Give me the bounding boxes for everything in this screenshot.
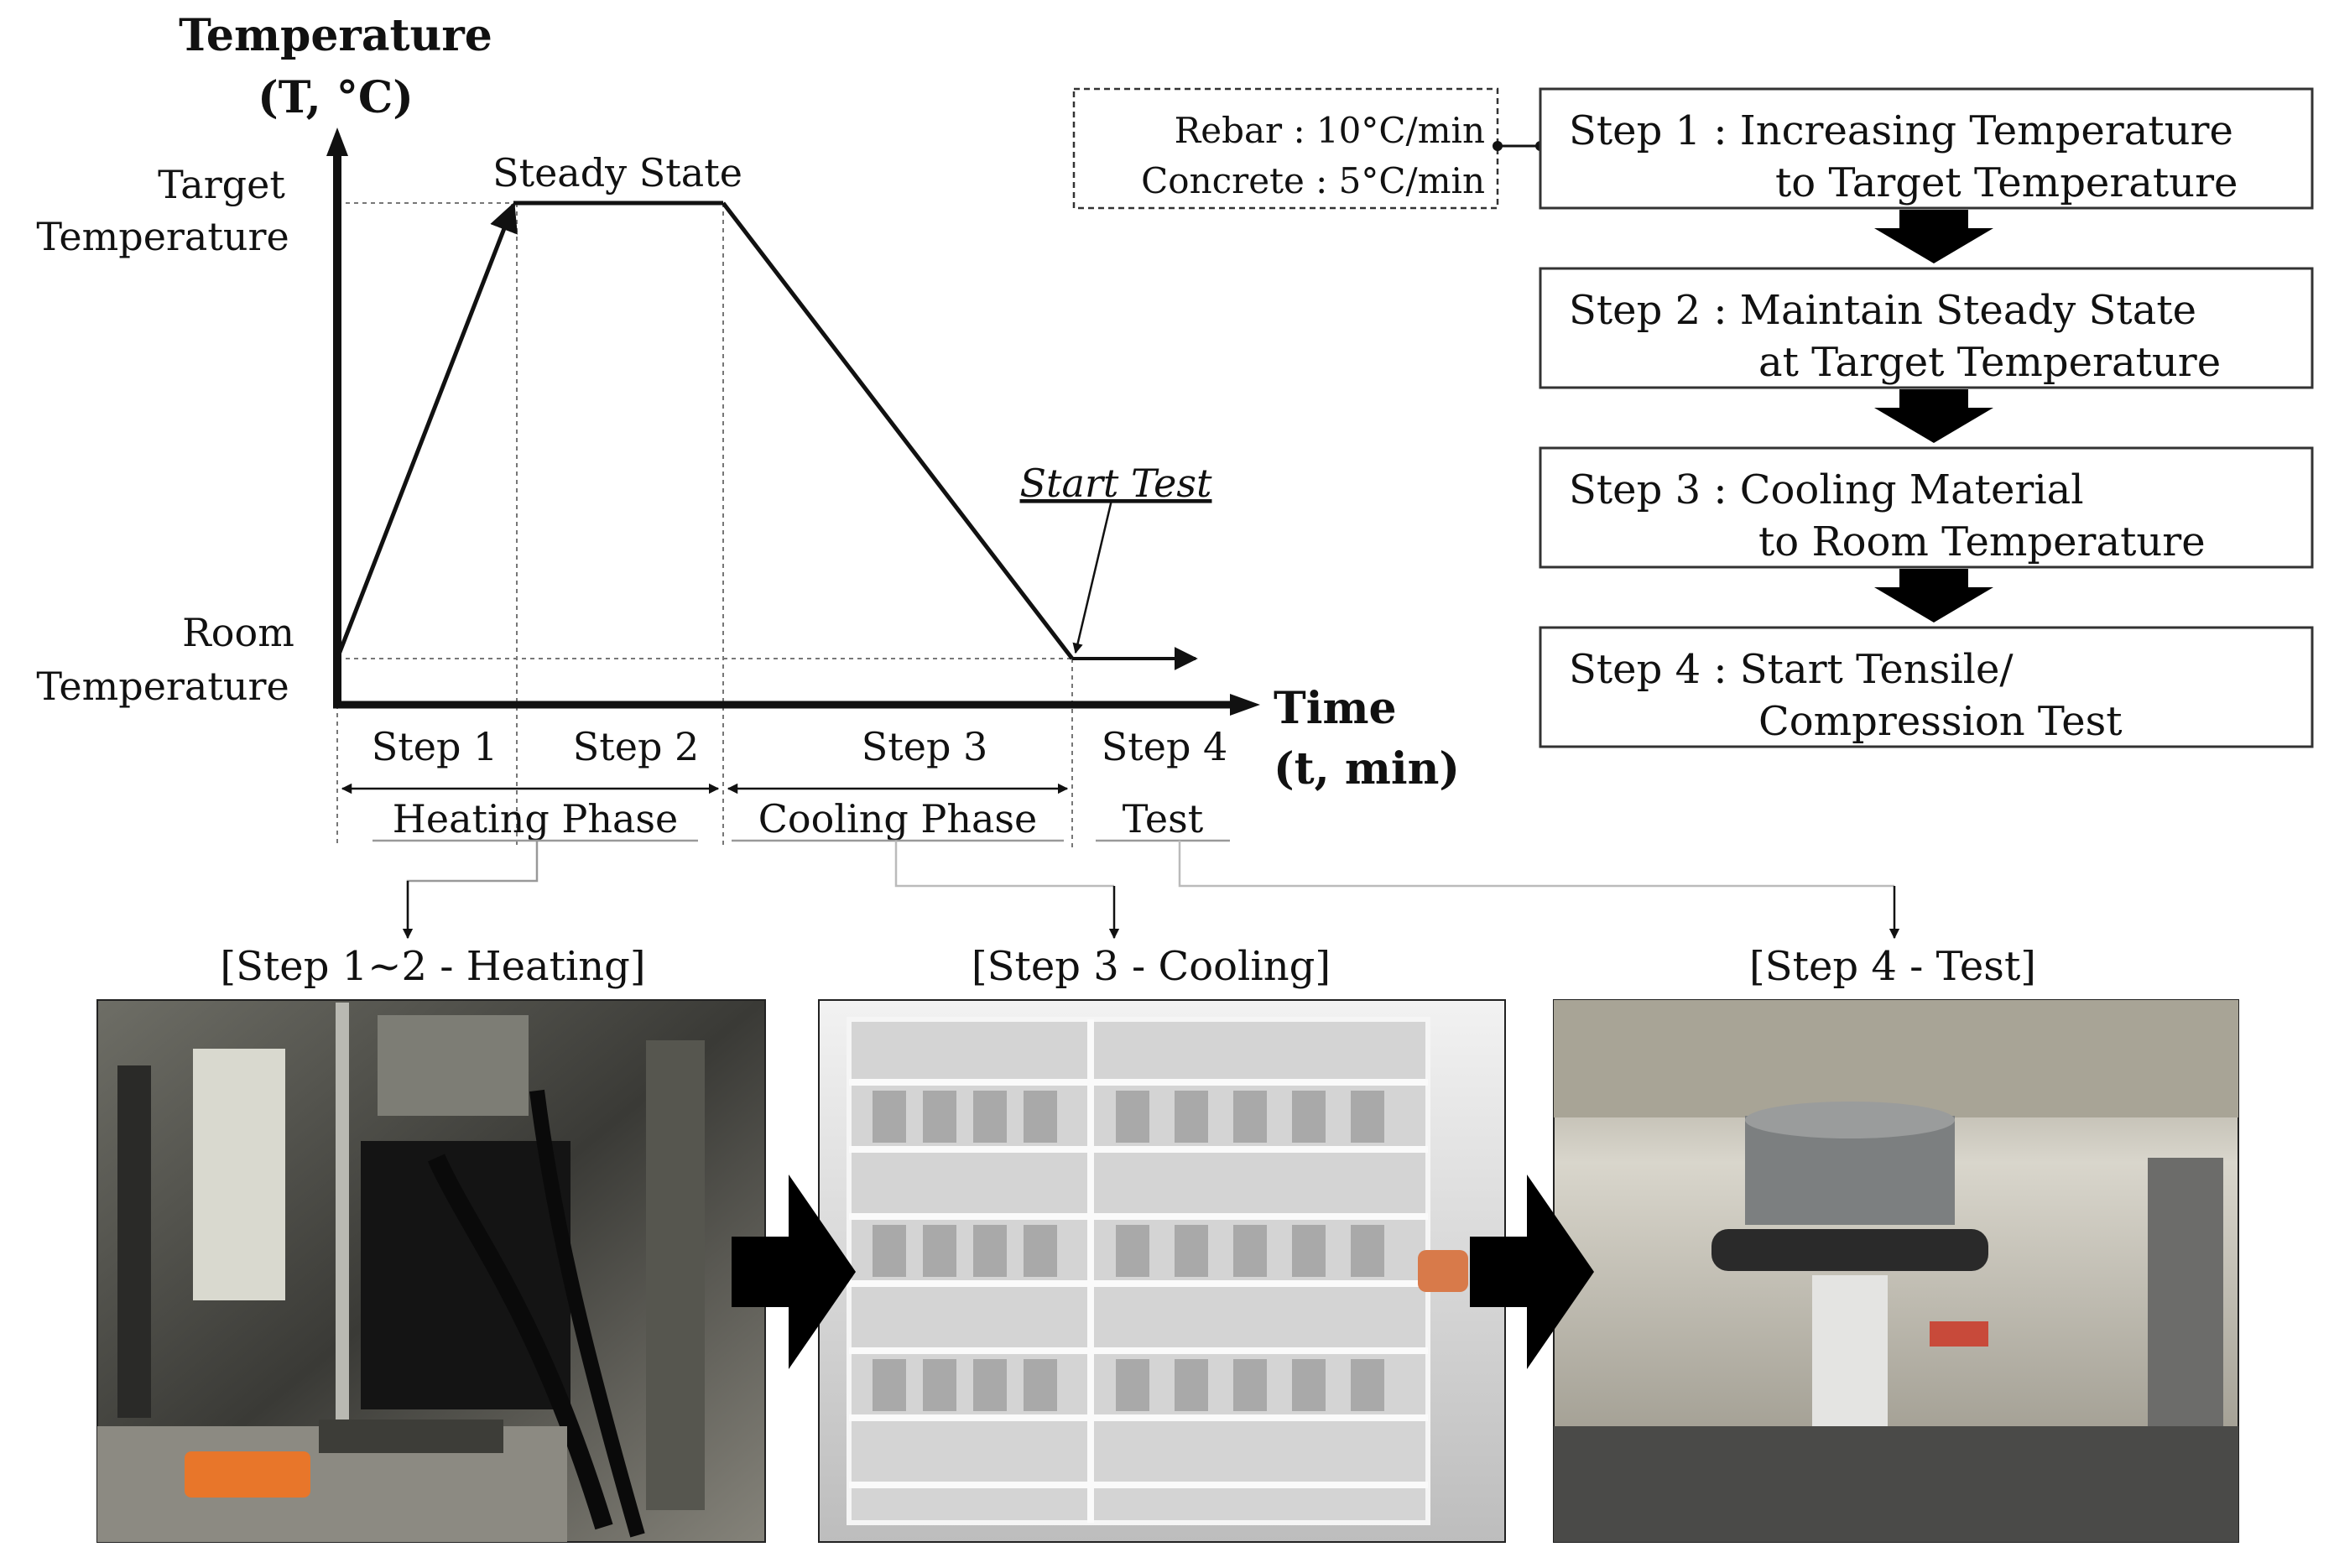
specimen-shelf-photo <box>818 999 1506 1543</box>
flow-step-2-line1: Step 2 : Maintain Steady State <box>1569 287 2196 334</box>
test-connector <box>1178 841 1894 888</box>
concrete-rate-text: Concrete : 5°C/min <box>1141 160 1485 201</box>
test-phase-label: Test <box>1123 796 1204 841</box>
graph-step-3-label: Step 3 <box>862 724 988 769</box>
flow-arrow-3-4 <box>1874 569 1993 623</box>
rate-box-connector-dot-left <box>1493 141 1503 151</box>
compression-test-photo <box>1553 999 2239 1543</box>
flow-arrow-1-2 <box>1874 210 1993 263</box>
x-axis-arrowhead <box>1230 694 1260 716</box>
photo-2-label: [Step 3 - Cooling] <box>972 943 1331 990</box>
y-axis-title-line2: (T, °C) <box>258 72 414 123</box>
rebar-rate-text: Rebar : 10°C/min <box>1175 110 1485 151</box>
flow-step-3-line2: to Room Temperature <box>1758 518 2206 565</box>
flow-step-3: Step 3 : Cooling Material to Room Temper… <box>1539 446 2314 569</box>
phase-to-photo-connectors <box>402 841 1900 940</box>
graph-step-1-label: Step 1 <box>372 724 498 769</box>
flow-step-2-line2: at Target Temperature <box>1758 339 2221 386</box>
flow-step-1-line2: to Target Temperature <box>1775 159 2238 206</box>
flow-step-1-line1: Step 1 : Increasing Temperature <box>1569 107 2233 154</box>
steady-state-label: Steady State <box>492 150 742 195</box>
flow-step-2: Step 2 : Maintain Steady State at Target… <box>1539 267 2314 389</box>
heating-connector <box>406 841 539 936</box>
target-temp-label-line2: Temperature <box>36 214 289 259</box>
photo-arrow-2-3 <box>1470 1175 1594 1369</box>
guide-lines <box>336 202 1073 847</box>
y-axis-arrowhead <box>326 128 348 156</box>
heating-phase-label: Heating Phase <box>393 796 679 841</box>
flow-step-1: Step 1 : Increasing Temperature to Targe… <box>1539 87 2314 210</box>
heating-rate-box: Rebar : 10°C/min Concrete : 5°C/min <box>1072 87 1545 210</box>
flow-arrow-2-3 <box>1874 389 1993 443</box>
heating-ramp-line <box>335 201 518 659</box>
temperature-time-graph: Temperature (T, °C) Time (t, min) Target… <box>36 10 1460 847</box>
x-axis-title-line2: (t, min) <box>1274 743 1460 794</box>
graph-step-4-label: Step 4 <box>1102 724 1228 769</box>
room-temp-label-line1: Room <box>182 610 294 655</box>
photo-arrow-1-2 <box>732 1175 856 1369</box>
cooling-ramp-line <box>722 201 1074 660</box>
y-axis-title-line1: Temperature <box>179 10 492 61</box>
room-temp-label-line2: Temperature <box>36 664 289 709</box>
flow-step-4-line2: Compression Test <box>1758 698 2123 745</box>
flow-step-4: Step 4 : Start Tensile/ Compression Test <box>1539 626 2314 748</box>
cooling-phase-label: Cooling Phase <box>758 796 1038 841</box>
target-temp-label-line1: Target <box>158 162 285 207</box>
cooling-connector <box>894 841 1114 888</box>
procedure-flowchart: Step 1 : Increasing Temperature to Targe… <box>1539 87 2314 748</box>
graph-step-2-label: Step 2 <box>573 724 700 769</box>
start-test-pointer <box>1072 499 1113 654</box>
photo-1-label: [Step 1~2 - Heating] <box>220 943 645 990</box>
universal-testing-machine-photo <box>96 999 766 1543</box>
flow-step-4-line1: Step 4 : Start Tensile/ <box>1569 646 2014 693</box>
start-test-label: Start Test <box>1020 461 1212 506</box>
x-axis-title-line1: Time <box>1274 683 1397 734</box>
photo-3-label: [Step 4 - Test] <box>1749 943 2036 990</box>
flow-step-3-line1: Step 3 : Cooling Material <box>1569 466 2084 513</box>
